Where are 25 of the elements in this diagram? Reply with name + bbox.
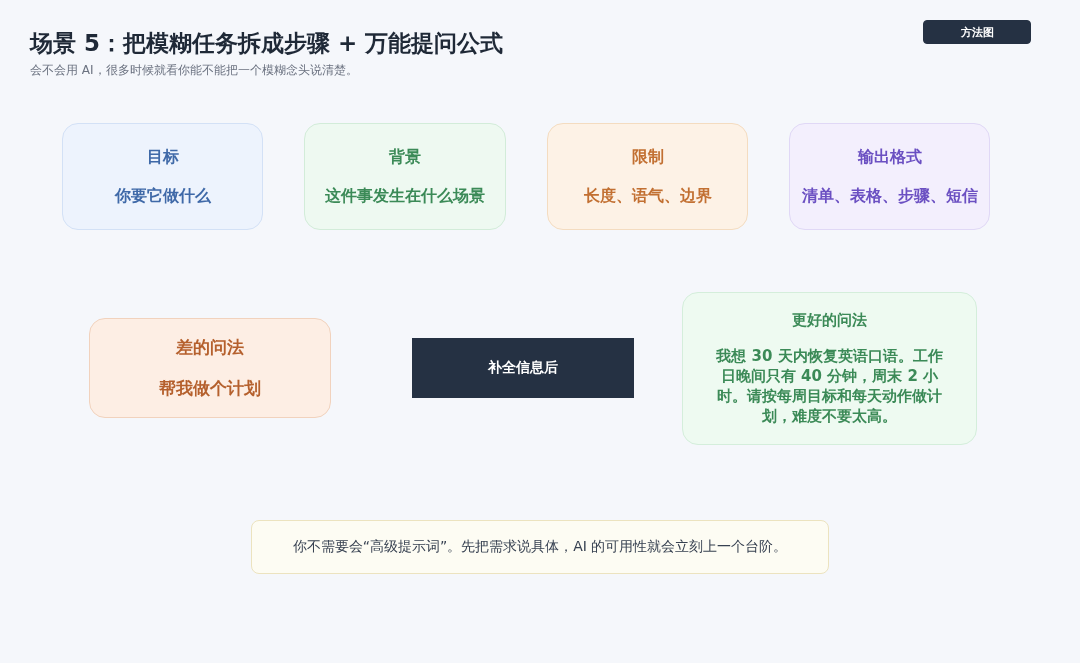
card-text: 这件事发生在什么场景 bbox=[325, 185, 485, 207]
card-text: 帮我做个计划 bbox=[159, 377, 261, 400]
card-heading: 差的问法 bbox=[176, 336, 244, 359]
card-heading: 目标 bbox=[146, 146, 179, 168]
card-text: 补全信息后 bbox=[488, 359, 558, 377]
info-card bbox=[547, 123, 748, 230]
card-text: 我想 30 天内恢复英语口语。工作日晚间只有 40 分钟，周末 2 小时。请按每周目标和每天动作做计划，难度不要太高。 bbox=[715, 345, 944, 427]
card-text: 清单、表格、步骤、短信 bbox=[801, 185, 978, 207]
subtitle: 会不会用 AI，很多时候就看你能不能把一个模糊念头说清楚。 bbox=[30, 62, 358, 79]
info-card bbox=[62, 123, 263, 230]
info-card bbox=[304, 123, 506, 230]
card-text: 你不需要会“高级提示词”。先把需求说具体，AI 的可用性就会立刻上一个台阶。 bbox=[292, 538, 788, 556]
page-title: 场景 5：把模糊任务拆成步骤 + 万能提问公式 bbox=[30, 29, 504, 58]
good-example-card bbox=[682, 292, 977, 445]
card-heading: 输出格式 bbox=[857, 146, 922, 168]
card-text: 长度、语气、边界 bbox=[583, 185, 712, 207]
method-badge bbox=[923, 20, 1031, 44]
note-box bbox=[251, 520, 829, 574]
bad-example-card bbox=[89, 318, 331, 418]
card-heading: 更好的问法 bbox=[792, 310, 867, 330]
card-text: 方法图 bbox=[960, 24, 994, 40]
info-card bbox=[789, 123, 990, 230]
card-heading: 背景 bbox=[389, 146, 421, 168]
card-text: 你要它做什么 bbox=[114, 185, 211, 207]
card-heading: 限制 bbox=[631, 146, 664, 168]
